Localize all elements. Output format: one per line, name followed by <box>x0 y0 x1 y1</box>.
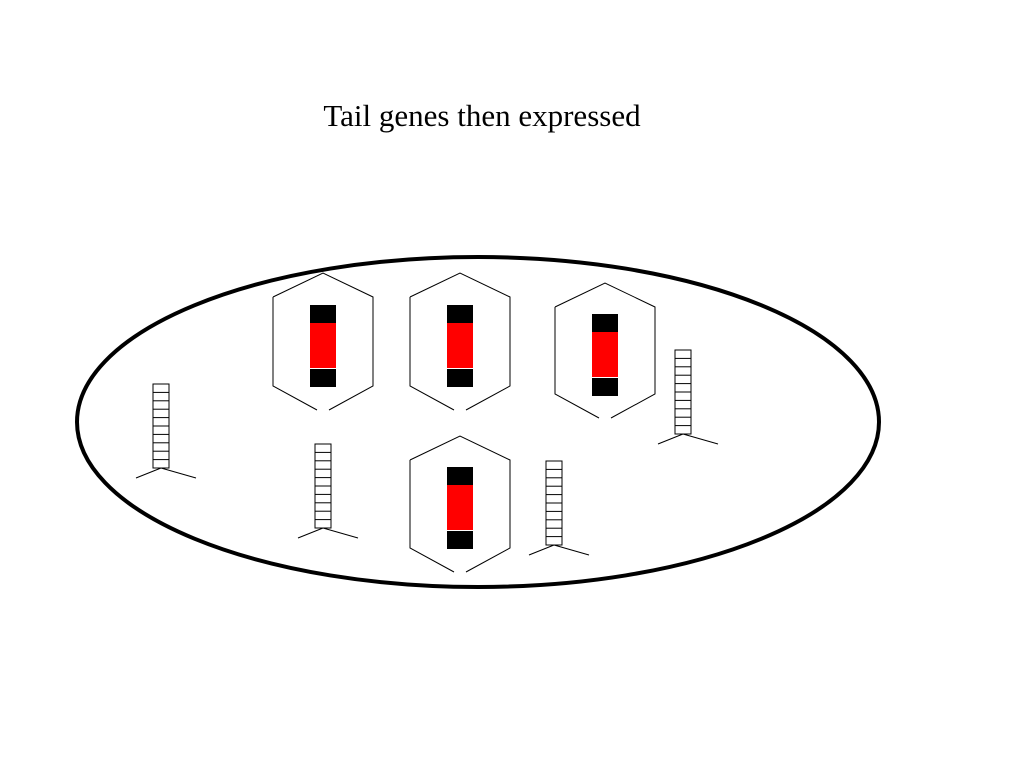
phage-heads <box>272 272 656 573</box>
tail-fiber <box>135 467 162 479</box>
phage-head <box>272 272 374 411</box>
dna-red-segment <box>447 485 473 530</box>
capsid-outline <box>409 435 511 573</box>
dna-end-segment <box>310 369 336 387</box>
phage-head <box>554 282 656 419</box>
phage-tails <box>135 349 719 556</box>
tail-fiber <box>682 433 719 445</box>
tail-fiber <box>528 544 555 556</box>
dna-end-segment <box>592 314 618 332</box>
dna-end-segment <box>447 305 473 323</box>
slide-title: Tail genes then expressed <box>323 98 641 133</box>
phage-tail <box>135 383 197 479</box>
dna-end-segment <box>447 467 473 485</box>
capsid-outline <box>409 272 511 411</box>
phage-tail <box>657 349 719 445</box>
phage-head <box>409 272 511 411</box>
tail-fiber <box>297 527 324 539</box>
phage-head <box>409 435 511 573</box>
dna-red-segment <box>592 332 618 377</box>
phage-tail <box>297 443 359 539</box>
tail-fiber <box>160 467 197 479</box>
dna-end-segment <box>447 369 473 387</box>
capsid-outline <box>554 282 656 419</box>
phage-tail <box>528 460 590 556</box>
dna-end-segment <box>592 378 618 396</box>
dna-red-segment <box>310 323 336 368</box>
dna-end-segment <box>310 305 336 323</box>
capsid-outline <box>272 272 374 411</box>
tail-fiber <box>657 433 684 445</box>
tail-fiber <box>322 527 359 539</box>
bacterial-cell <box>75 255 881 589</box>
tail-fiber <box>553 544 590 556</box>
dna-red-segment <box>447 323 473 368</box>
dna-end-segment <box>447 531 473 549</box>
